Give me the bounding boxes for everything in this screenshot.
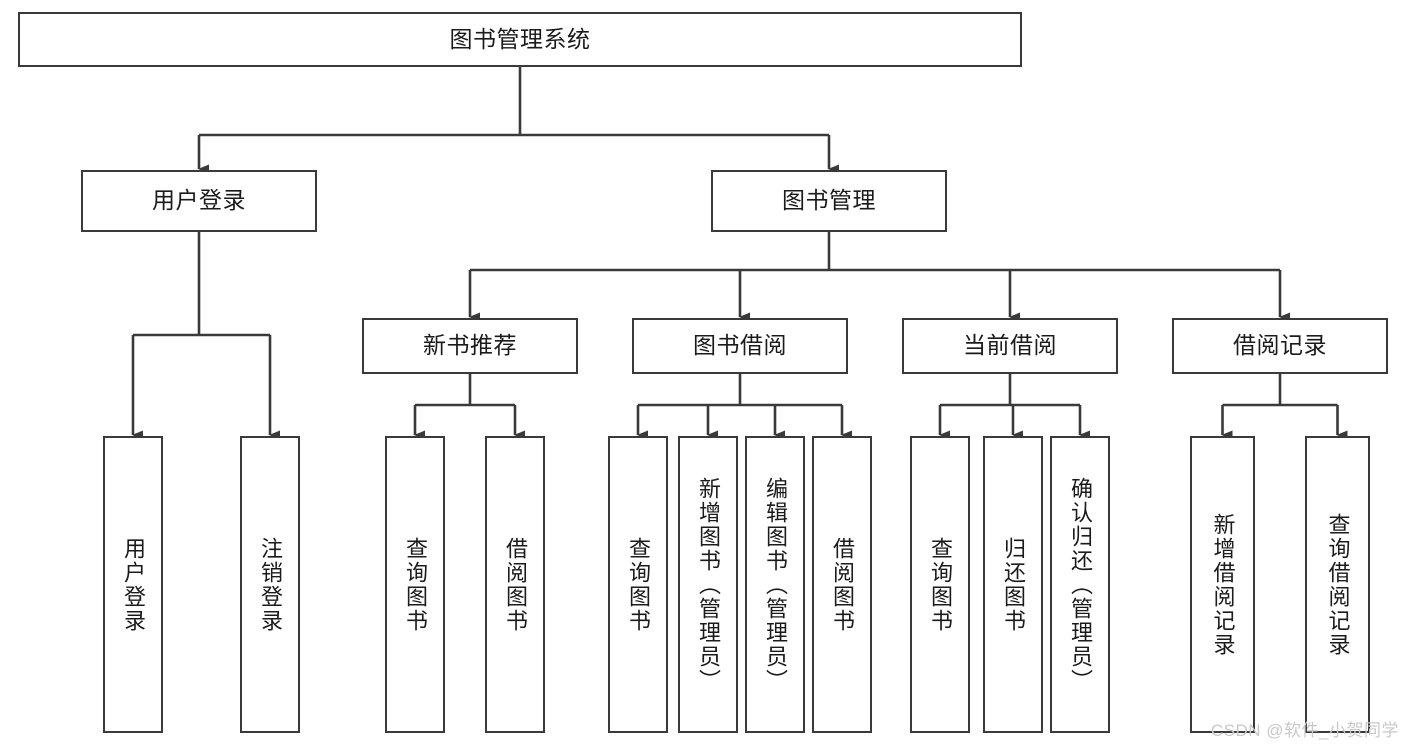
node-label: 借阅图书 xyxy=(502,536,528,633)
node-r-query[interactable]: 查询借阅记录 xyxy=(1305,436,1370,733)
node-label: 查询借阅记录 xyxy=(1325,512,1351,657)
node-b-query[interactable]: 查询图书 xyxy=(608,436,668,733)
node-label: 借阅图书 xyxy=(829,536,855,633)
node-l-user[interactable]: 用户登录 xyxy=(103,436,163,733)
node-c-confirm[interactable]: 确认归还（管理员） xyxy=(1050,436,1110,733)
node-label: 图书管理 xyxy=(782,187,876,214)
node-c-return[interactable]: 归还图书 xyxy=(983,436,1043,733)
node-label: 图书管理系统 xyxy=(449,25,591,52)
node-b-edit[interactable]: 编辑图书（管理员） xyxy=(745,436,805,733)
node-b-lend[interactable]: 借阅图书 xyxy=(812,436,872,733)
node-records[interactable]: 借阅记录 xyxy=(1172,318,1388,374)
node-label: 图书借阅 xyxy=(693,332,787,359)
node-label: 注销登录 xyxy=(257,536,283,633)
node-l-logout[interactable]: 注销登录 xyxy=(240,436,300,733)
node-borrow[interactable]: 图书借阅 xyxy=(632,318,848,374)
node-label: 新书推荐 xyxy=(423,332,517,359)
node-root[interactable]: 图书管理系统 xyxy=(18,12,1022,67)
node-label: 查询图书 xyxy=(927,536,953,633)
node-label: 确认归还（管理员） xyxy=(1067,476,1093,693)
node-label: 新增图书（管理员） xyxy=(695,476,721,693)
node-r-add[interactable]: 新增借阅记录 xyxy=(1190,436,1255,733)
node-newbook[interactable]: 新书推荐 xyxy=(362,318,578,374)
node-label: 用户登录 xyxy=(120,536,146,633)
node-label: 当前借阅 xyxy=(963,332,1057,359)
node-n-borrow[interactable]: 借阅图书 xyxy=(485,436,545,733)
node-bookmgmt[interactable]: 图书管理 xyxy=(711,170,947,232)
node-label: 归还图书 xyxy=(1000,536,1026,633)
node-c-query[interactable]: 查询图书 xyxy=(910,436,970,733)
node-n-query[interactable]: 查询图书 xyxy=(385,436,445,733)
node-label: 编辑图书（管理员） xyxy=(762,476,788,693)
node-label: 新增借阅记录 xyxy=(1210,512,1236,657)
node-b-add[interactable]: 新增图书（管理员） xyxy=(678,436,738,733)
node-label: 用户登录 xyxy=(152,187,246,214)
node-current[interactable]: 当前借阅 xyxy=(902,318,1118,374)
node-label: 查询图书 xyxy=(402,536,428,633)
node-login[interactable]: 用户登录 xyxy=(81,170,317,232)
node-label: 借阅记录 xyxy=(1233,332,1327,359)
node-label: 查询图书 xyxy=(625,536,651,633)
